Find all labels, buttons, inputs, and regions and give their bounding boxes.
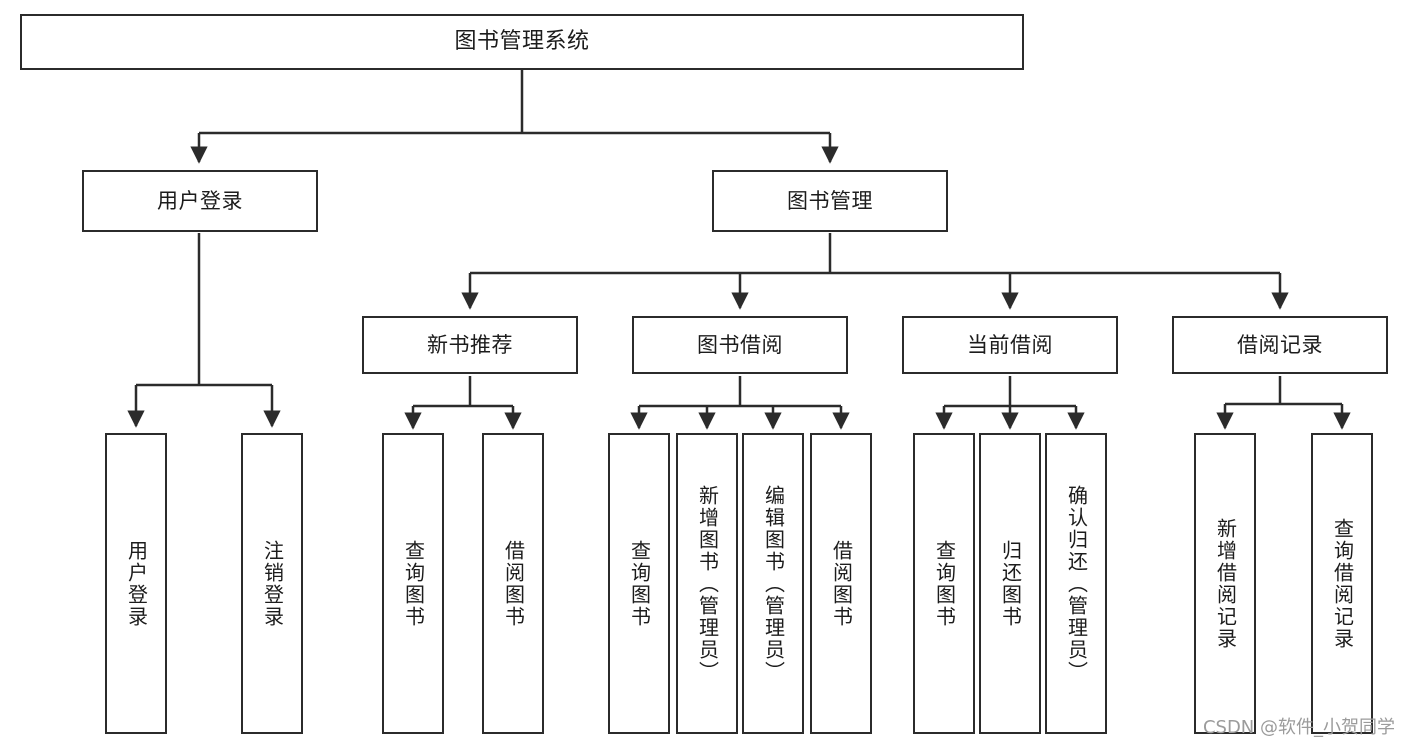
node-borrow-record[interactable]: 借阅记录 [1172, 316, 1388, 374]
leaf-new-book-borrow[interactable]: 借阅图书 [482, 433, 544, 734]
node-label: 新增借阅记录 [1213, 517, 1238, 650]
node-user-login[interactable]: 用户登录 [82, 170, 318, 232]
leaf-current-borrow-confirm-return[interactable]: 确认归还（管理员） [1045, 433, 1107, 734]
leaf-current-borrow-return[interactable]: 归还图书 [979, 433, 1041, 734]
node-label: 查询图书 [932, 539, 957, 628]
node-label: 当前借阅 [967, 332, 1053, 357]
node-label: 用户登录 [124, 539, 149, 628]
node-book-borrow[interactable]: 图书借阅 [632, 316, 848, 374]
leaf-book-borrow-borrow[interactable]: 借阅图书 [810, 433, 872, 734]
node-label: 确认归还（管理员） [1064, 484, 1089, 683]
node-label: 新书推荐 [427, 332, 513, 357]
node-label: 新增图书（管理员） [695, 484, 720, 683]
node-new-book-recommend[interactable]: 新书推荐 [362, 316, 578, 374]
node-label: 注销登录 [260, 539, 285, 628]
node-book-management[interactable]: 图书管理 [712, 170, 948, 232]
node-label: 图书管理 [787, 188, 873, 213]
node-label: 用户登录 [157, 188, 243, 213]
leaf-user-login-login[interactable]: 用户登录 [105, 433, 167, 734]
node-root-system[interactable]: 图书管理系统 [20, 14, 1024, 70]
leaf-book-borrow-add[interactable]: 新增图书（管理员） [676, 433, 738, 734]
watermark: CSDN @软件_小贺同学 [1202, 717, 1395, 738]
node-label: 图书借阅 [697, 332, 783, 357]
node-label: 编辑图书（管理员） [761, 484, 786, 683]
node-label: 查询借阅记录 [1330, 517, 1355, 650]
node-label: 借阅图书 [829, 539, 854, 628]
node-label: 图书管理系统 [454, 29, 590, 55]
leaf-book-borrow-query[interactable]: 查询图书 [608, 433, 670, 734]
node-label: 查询图书 [627, 539, 652, 628]
node-current-borrow[interactable]: 当前借阅 [902, 316, 1118, 374]
node-label: 借阅图书 [501, 539, 526, 628]
leaf-new-book-query[interactable]: 查询图书 [382, 433, 444, 734]
node-label: 查询图书 [401, 539, 426, 628]
node-label: 归还图书 [998, 539, 1023, 628]
leaf-user-login-logout[interactable]: 注销登录 [241, 433, 303, 734]
leaf-book-borrow-edit[interactable]: 编辑图书（管理员） [742, 433, 804, 734]
node-label: 借阅记录 [1237, 332, 1323, 357]
leaf-current-borrow-query[interactable]: 查询图书 [913, 433, 975, 734]
leaf-borrow-record-add[interactable]: 新增借阅记录 [1194, 433, 1256, 734]
leaf-borrow-record-query[interactable]: 查询借阅记录 [1311, 433, 1373, 734]
